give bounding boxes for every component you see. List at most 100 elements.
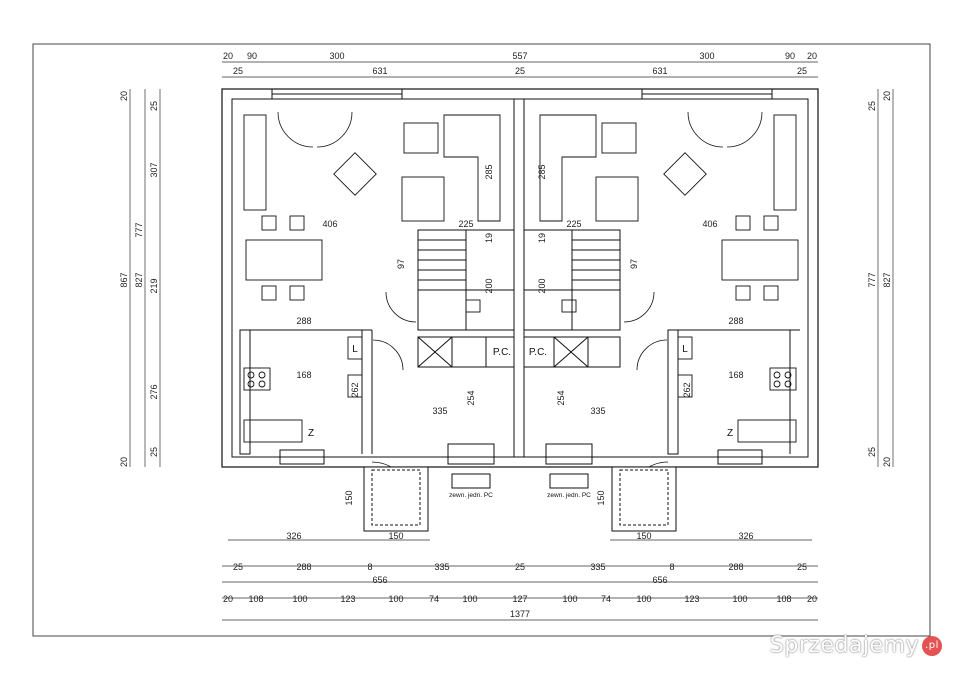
dim-bottom3-8: 100	[562, 594, 577, 604]
dim-bottom3-9: 74	[601, 594, 611, 604]
dim-top1-0: 20	[223, 51, 233, 61]
dim-bottom2-1: 656	[652, 575, 667, 585]
entry-porches	[363, 466, 677, 532]
dim-top1-1: 90	[247, 51, 257, 61]
dim-top2-4: 25	[797, 66, 807, 76]
dim-entry-2: 150	[636, 531, 651, 541]
dim-bottom4-0: 1377	[510, 609, 530, 619]
dim-left-inner-1: 307	[149, 162, 159, 177]
dim-bottom3-4: 100	[388, 594, 403, 604]
dim-top1-2: 300	[329, 51, 344, 61]
dim-bottom3-2: 100	[292, 594, 307, 604]
door-swings	[277, 111, 763, 501]
dim-right-outer-0: 827	[882, 272, 892, 287]
dim-bottom3-14: 20	[807, 594, 817, 604]
dim-int-19: 262	[682, 382, 692, 397]
dim-int-4: 288	[296, 316, 311, 326]
dim-left-inner-3: 777	[134, 222, 144, 237]
dim-top1-3: 557	[512, 51, 527, 61]
dim-left-inner-0: 25	[149, 101, 159, 111]
dim-bottom1-1: 288	[296, 562, 311, 572]
dim-int-21: 254	[556, 390, 566, 405]
dim-int-23: 150	[596, 490, 606, 505]
watermark-badge: .pl	[922, 636, 942, 656]
dimension-texts: 20 90 300 557 300 90 20 25 631 25 631 25…	[119, 51, 892, 619]
dim-left-outer-1: 867	[119, 272, 129, 287]
dim-top1-4: 300	[699, 51, 714, 61]
outdoor-units	[279, 443, 763, 489]
watermark-text: Sprzedajemy	[769, 633, 919, 658]
dim-right-inner-3: 25	[867, 447, 877, 457]
pc-label-left: P.C.	[493, 347, 511, 358]
dim-left-outer-2: 20	[119, 457, 129, 467]
dim-int-16: 200	[484, 278, 494, 293]
dim-bottom3-1: 108	[248, 594, 263, 604]
dim-right-inner-0: 20	[882, 91, 892, 101]
dim-bottom3-7: 127	[512, 594, 527, 604]
interior-walls	[239, 229, 800, 455]
dim-left-inner-5: 25	[149, 447, 159, 457]
dim-int-12: 97	[396, 259, 406, 269]
outdoor-unit-label-left: zewn. jedn. PC	[449, 492, 493, 499]
dim-bottom1-3: 335	[434, 562, 449, 572]
dim-left-mid-0: 827	[134, 272, 144, 287]
dim-top1-6: 20	[807, 51, 817, 61]
dim-right-inner-2: 777	[867, 272, 877, 287]
pc-label-right: P.C.	[529, 347, 547, 358]
fridge-label-right: L	[682, 344, 688, 355]
dim-right-inner-4: 20	[882, 457, 892, 467]
dim-bottom3-13: 108	[776, 594, 791, 604]
dim-left-inner-4: 276	[149, 384, 159, 399]
dim-top2-2: 25	[515, 66, 525, 76]
dim-bottom1-6: 8	[669, 562, 674, 572]
dim-entry-3: 326	[738, 531, 753, 541]
dim-int-20: 254	[466, 390, 476, 405]
dim-entry-0: 326	[286, 531, 301, 541]
dimension-lines	[129, 61, 894, 621]
dim-bottom3-10: 100	[636, 594, 651, 604]
washer-label-right: Z	[727, 428, 733, 439]
dim-bottom1-7: 288	[728, 562, 743, 572]
dim-int-8: 335	[432, 406, 447, 416]
dim-top2-0: 25	[233, 66, 243, 76]
dim-bottom1-2: 8	[367, 562, 372, 572]
dim-bottom3-6: 100	[462, 594, 477, 604]
dim-left-inner-2: 219	[149, 278, 159, 293]
dim-top2-1: 631	[372, 66, 387, 76]
outdoor-unit-label-right: zewn. jedn. PC	[547, 492, 591, 499]
dim-int-6: 168	[296, 370, 311, 380]
dim-int-14: 19	[484, 233, 494, 243]
dim-int-5: 288	[728, 316, 743, 326]
dim-int-3: 406	[702, 219, 717, 229]
dim-int-10: 285	[484, 164, 494, 179]
dim-bottom2-0: 656	[372, 575, 387, 585]
dim-top1-5: 90	[785, 51, 795, 61]
dim-bottom1-0: 25	[233, 562, 243, 572]
dim-int-7: 168	[728, 370, 743, 380]
dim-int-9: 335	[590, 406, 605, 416]
room-labels: P.C. P.C. L L Z Z zewn. jedn. PC zewn. j…	[308, 344, 733, 499]
dim-left-outer-0: 20	[119, 91, 129, 101]
dim-bottom3-3: 123	[340, 594, 355, 604]
dim-bottom1-8: 25	[797, 562, 807, 572]
fridge-label-left: L	[352, 344, 358, 355]
dim-right-inner-1: 25	[867, 101, 877, 111]
dim-int-1: 225	[458, 219, 473, 229]
dim-bottom1-5: 335	[590, 562, 605, 572]
dim-bottom3-0: 20	[223, 594, 233, 604]
furniture	[243, 114, 799, 443]
sheet-frame	[32, 43, 931, 637]
dim-bottom3-11: 123	[684, 594, 699, 604]
dim-int-13: 97	[629, 259, 639, 269]
dim-bottom3-12: 100	[732, 594, 747, 604]
dim-int-18: 262	[350, 382, 360, 397]
dim-top2-3: 631	[652, 66, 667, 76]
watermark-logo: Sprzedajemy.pl	[770, 633, 942, 658]
dim-entry-1: 150	[388, 531, 403, 541]
dim-bottom1-4: 25	[515, 562, 525, 572]
washer-label-left: Z	[308, 428, 314, 439]
dim-int-11: 285	[537, 164, 547, 179]
dim-bottom3-5: 74	[429, 594, 439, 604]
dim-int-15: 19	[537, 233, 547, 243]
